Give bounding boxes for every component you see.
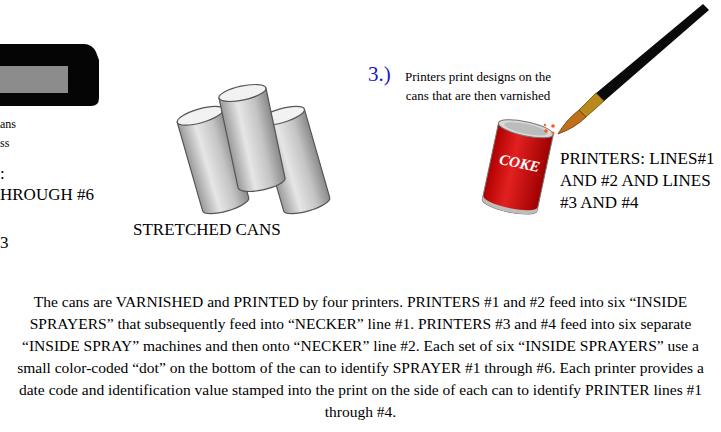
caption-text: The cans are VARNISHED and PRINTED by fo… (12, 291, 709, 423)
paintbrush (544, 4, 709, 135)
callout-number: 3.) (368, 62, 391, 86)
part-label: STRETCHED CANS (133, 220, 281, 240)
printed-can (481, 116, 555, 218)
fragment-label: HROUGH #6 (0, 185, 94, 205)
fragment-label: ss (0, 136, 9, 150)
press-machine (0, 44, 99, 106)
fragment-label: 3 (0, 233, 9, 253)
step-note: Printers print designs on the cans that … (394, 67, 562, 105)
fragment-label: : (0, 164, 5, 184)
part-label: PRINTERS: LINES#1 AND #2 AND LINES #3 AN… (560, 148, 716, 214)
stretched-can (218, 81, 287, 195)
fragment-label: ans (0, 117, 16, 131)
can-logo: COKE (498, 151, 542, 176)
